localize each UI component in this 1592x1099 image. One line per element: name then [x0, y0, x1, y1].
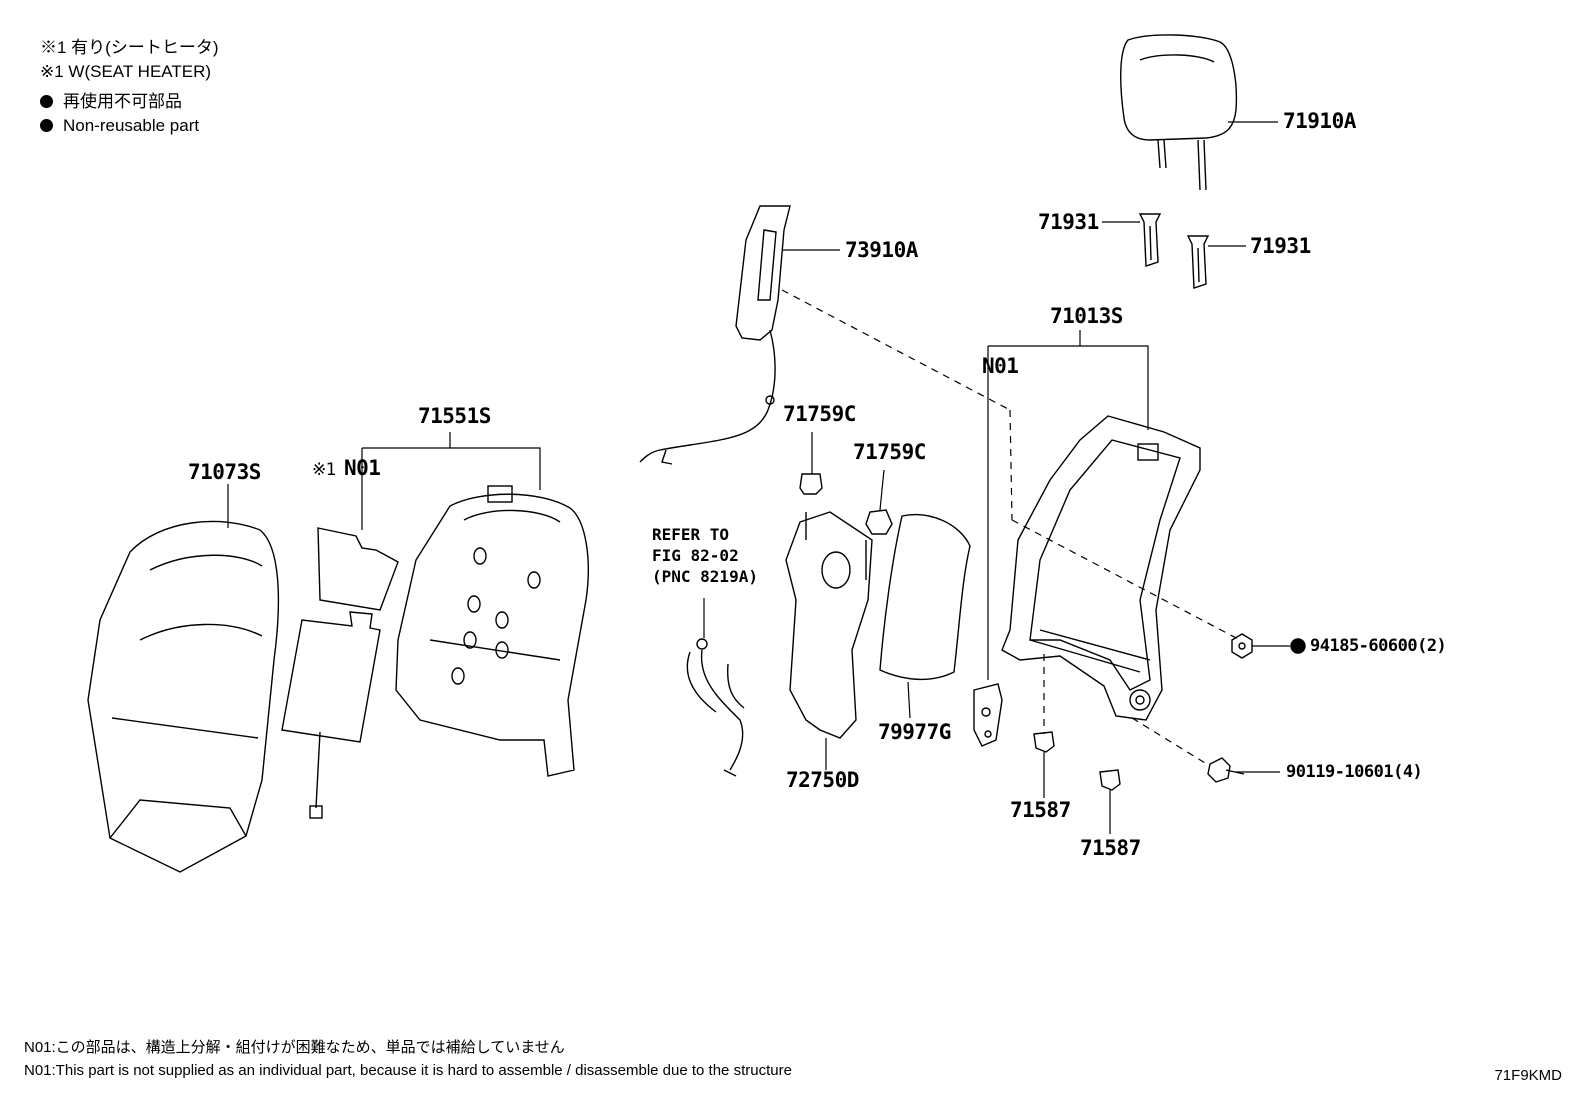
recliner-drawing: [973, 683, 1003, 747]
nonreusable-dot-icon: [40, 119, 53, 132]
label-90119: 90119-10601(4): [1286, 762, 1423, 782]
seat-cover-drawing: [87, 520, 280, 873]
leader-79977G: [907, 681, 911, 719]
label-79977G: 79977G: [878, 720, 951, 744]
reference-line-2: FIG 82-02: [652, 546, 739, 565]
label-heater-mark: ※1: [312, 460, 337, 480]
headrest-guide-left-drawing: [1138, 213, 1162, 267]
legend: ※1 有り(シートヒータ) ※1 W(SEAT HEATER) 再使用不可部品 …: [40, 36, 219, 138]
bracket-71551S: [362, 447, 541, 490]
label-71759C-a: 71759C: [783, 402, 856, 426]
label-71759C-b: 71759C: [853, 440, 926, 464]
bracket-71013S: [988, 345, 1149, 430]
label-71587-a: 71587: [1010, 798, 1071, 822]
label-94185: 94185-60600(2): [1310, 636, 1447, 656]
label-72750D: 72750D: [786, 768, 859, 792]
legend-nonreusable-jp-row: 再使用不可部品: [40, 90, 219, 114]
clip-71759C-a-drawing: [799, 473, 823, 495]
side-airbag-drawing: [639, 205, 791, 465]
legend-seat-heater-jp: ※1 有り(シートヒータ): [40, 38, 219, 57]
label-71931-left: 71931: [1038, 210, 1099, 234]
dashed-line-nut: [1011, 519, 1241, 641]
bracket-72750D-drawing: [785, 511, 873, 739]
footnote-jp: N01:この部品は、構造上分解・組付けが困難なため、単品では補給していません: [24, 1039, 565, 1056]
label-73910A: 73910A: [845, 238, 918, 262]
nonreusable-marker-94185: [1290, 638, 1306, 654]
dashed-line-airbag-2: [1009, 409, 1013, 521]
label-71910A: 71910A: [1283, 109, 1356, 133]
dashed-line-bolt: [1131, 717, 1211, 767]
nut-94185-drawing: [1231, 633, 1253, 659]
bolt-90119-drawing: [1207, 757, 1245, 783]
label-71931-right: 71931: [1250, 234, 1311, 258]
legend-seat-heater-en: ※1 W(SEAT HEATER): [40, 62, 212, 81]
clip-71759C-b-drawing: [865, 509, 893, 535]
legend-nonreusable-en: Non-reusable part: [63, 116, 200, 135]
reference-line-1: REFER TO: [652, 525, 730, 544]
headrest-guide-right-drawing: [1186, 235, 1210, 289]
label-n01-heater: N01: [344, 456, 381, 480]
label-n01-frame: N01: [982, 354, 1019, 378]
label-71587-b: 71587: [1080, 836, 1141, 860]
wire-harness-drawing: [686, 638, 745, 777]
label-71013S: 71013S: [1050, 304, 1123, 328]
seat-frame-drawing: [1001, 415, 1201, 721]
legend-nonreusable-en-row: Non-reusable part: [40, 114, 219, 138]
figure-code: 71F9KMD: [1494, 1067, 1562, 1084]
clip-71587-b-drawing: [1099, 769, 1121, 791]
clip-71587-a-drawing: [1033, 731, 1055, 753]
label-71551S: 71551S: [418, 404, 491, 428]
nonreusable-dot-icon: [40, 95, 53, 108]
footnote-en: N01:This part is not supplied as an indi…: [24, 1062, 792, 1079]
dashed-line-airbag: [781, 289, 1011, 411]
pad-79977G-drawing: [879, 514, 971, 681]
label-71073S: 71073S: [188, 460, 261, 484]
seat-pad-drawing: [395, 485, 589, 777]
reference-line-3: (PNC 8219A): [652, 567, 758, 586]
leader-71759C-b: [879, 469, 885, 511]
seat-heater-drawing: [281, 527, 399, 819]
reference-note: REFER TO FIG 82-02 (PNC 8219A): [652, 524, 758, 587]
headrest-drawing: [1120, 34, 1238, 191]
legend-nonreusable-jp: 再使用不可部品: [63, 92, 182, 111]
